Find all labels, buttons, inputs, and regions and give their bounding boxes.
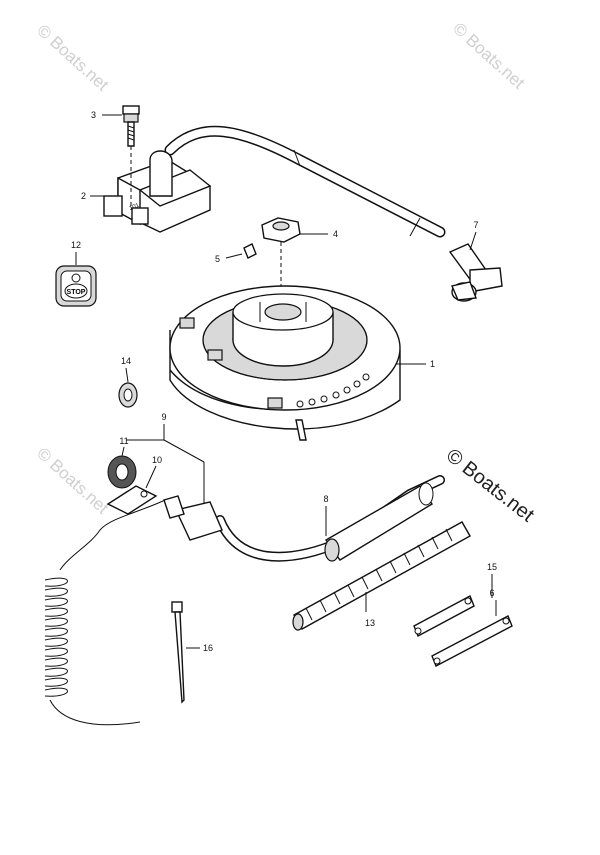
flywheel-key [243, 243, 257, 259]
coiled-cord [44, 577, 68, 697]
flywheel [169, 285, 401, 441]
callout-1: 1 [430, 359, 435, 369]
callout-5: 5 [215, 254, 220, 264]
callout-6: 6 [489, 588, 494, 598]
watermark-top-right: © Boats.net [449, 19, 528, 93]
callout-14: 14 [121, 356, 131, 366]
svg-text:101: 101 [129, 203, 141, 212]
bolt-part-3 [122, 105, 140, 210]
callout-12: 12 [71, 240, 81, 250]
spiral-tube [292, 521, 471, 631]
spark-plug-cap [448, 243, 503, 302]
callout-16: 16 [203, 643, 213, 653]
clip [106, 485, 158, 515]
callout-4: 4 [333, 229, 338, 239]
callout-10: 10 [152, 455, 162, 465]
ignition-coil: 101 [103, 125, 446, 238]
grommet [107, 455, 137, 489]
flywheel-rim-holes [296, 373, 370, 408]
watermark-mid-right: © Boats.net [442, 445, 538, 527]
stop-plate-label: STOP [67, 289, 86, 296]
callout-13: 13 [365, 618, 375, 628]
spiral-bands [305, 528, 453, 621]
clamp-part-15 [413, 595, 475, 637]
callout-15: 15 [487, 562, 497, 572]
callout-leaders [75, 114, 497, 649]
clamp-part-6 [431, 615, 513, 667]
callout-11: 11 [119, 436, 128, 446]
stop-plate: STOP [55, 265, 97, 307]
protector-tube [324, 482, 434, 562]
callout-labels: 3 2 4 5 7 12 1 14 9 11 10 8 13 15 6 16 [71, 110, 497, 653]
callout-8: 8 [323, 494, 328, 504]
watermark-top-left: © Boats.net [33, 21, 112, 95]
washer [118, 382, 138, 408]
watermark-mid-left: © Boats.net [33, 444, 112, 518]
callout-2: 2 [81, 191, 86, 201]
callout-7: 7 [473, 220, 478, 230]
callout-3: 3 [91, 110, 96, 120]
callout-9: 9 [161, 412, 166, 422]
cable-tie [171, 601, 185, 704]
